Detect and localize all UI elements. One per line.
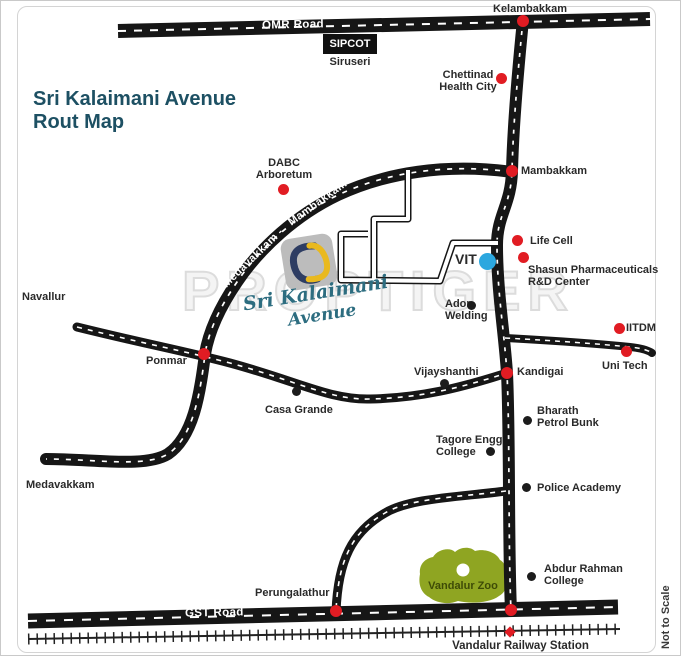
- label-uni-tech: Uni Tech: [602, 360, 648, 372]
- label-iitdm: IITDM: [626, 322, 656, 334]
- logo-glyph-icon: [289, 242, 331, 284]
- marker-uni-tech: [621, 346, 632, 357]
- railway-line: [27, 628, 621, 640]
- label-ponmar: Ponmar: [146, 355, 187, 367]
- map-frame: [17, 6, 656, 653]
- label-kelambakkam: Kelambakkam: [493, 3, 567, 15]
- marker-iitdm: [614, 323, 625, 334]
- label-medavakkam: Medavakkam: [26, 479, 95, 491]
- label-vit: VIT: [455, 251, 477, 267]
- title-line1: Sri Kalaimani Avenue: [33, 88, 237, 110]
- marker-chettinad: [496, 73, 507, 84]
- marker-mambakkam: [506, 165, 518, 177]
- label-chettinad: Chettinad Health City: [439, 69, 497, 93]
- gst-centerline: [27, 606, 619, 622]
- perungalathur-centerline: [335, 490, 507, 613]
- label-ador: Ador Welding: [445, 298, 488, 322]
- marker-bharath: [523, 416, 532, 425]
- label-not-to-scale: Not to Scale: [660, 585, 672, 649]
- label-bharath: Bharath Petrol Bunk: [537, 405, 599, 429]
- label-police: Police Academy: [537, 482, 621, 494]
- marker-vit: [479, 253, 496, 270]
- marker-kandigai: [501, 367, 513, 379]
- main-centerline: [496, 19, 524, 612]
- marker-life-cell: [512, 235, 523, 246]
- marker-tagore: [486, 447, 495, 456]
- marker-vijayshanthi: [440, 379, 449, 388]
- marker-perungalathur: [330, 605, 342, 617]
- omr-road: [117, 12, 651, 38]
- label-life-cell: Life Cell: [530, 235, 573, 247]
- marker-ponmar: [198, 348, 210, 360]
- label-vijayshanthi: Vijayshanthi: [414, 366, 479, 378]
- page-title: Sri Kalaimani Avenue Rout Map: [33, 88, 236, 134]
- gst-road-label: GST Road: [184, 606, 244, 620]
- label-mambakkam: Mambakkam: [521, 165, 588, 177]
- ponmar-road: [72, 322, 512, 404]
- curve-centerline: [45, 167, 513, 463]
- label-casa-grande: Casa Grande: [265, 404, 333, 416]
- label-siruseri: Siruseri: [329, 56, 371, 68]
- sipcot-box: SIPCOT: [323, 34, 377, 54]
- marker-shasun: [518, 252, 529, 263]
- omr-road-label: OMR Road: [261, 18, 325, 32]
- label-navallur: Navallur: [22, 291, 66, 303]
- label-shasun: Shasun Pharmaceuticals R&D Center: [528, 264, 659, 288]
- zoo-hole: [456, 563, 470, 577]
- label-tagore: Tagore Engg College: [436, 434, 503, 458]
- marker-abdur: [527, 572, 536, 581]
- marker-dabc: [278, 184, 289, 195]
- sri-kalaimani-logo: [279, 232, 339, 292]
- avenue-roads: [337, 170, 498, 285]
- marker-gst-junction: [505, 604, 517, 616]
- railway-ticks: [27, 623, 621, 645]
- label-vandalur-station: Vandalur Railway Station: [452, 640, 589, 652]
- marker-ador: [467, 301, 476, 310]
- label-perungalathur: Perungalathur: [255, 587, 330, 599]
- label-kandigai: Kandigai: [517, 366, 564, 378]
- label-vandalur-zoo: Vandalur Zoo: [428, 580, 498, 592]
- title-line2: Rout Map: [33, 111, 125, 133]
- marker-casa-grande: [292, 387, 301, 396]
- label-abdur: Abdur Rahman College: [544, 563, 623, 587]
- iitdm-centerline: [504, 337, 653, 354]
- marker-kelambakkam: [517, 15, 529, 27]
- label-dabc: DABC Arboretum: [255, 157, 313, 181]
- marker-police: [522, 483, 531, 492]
